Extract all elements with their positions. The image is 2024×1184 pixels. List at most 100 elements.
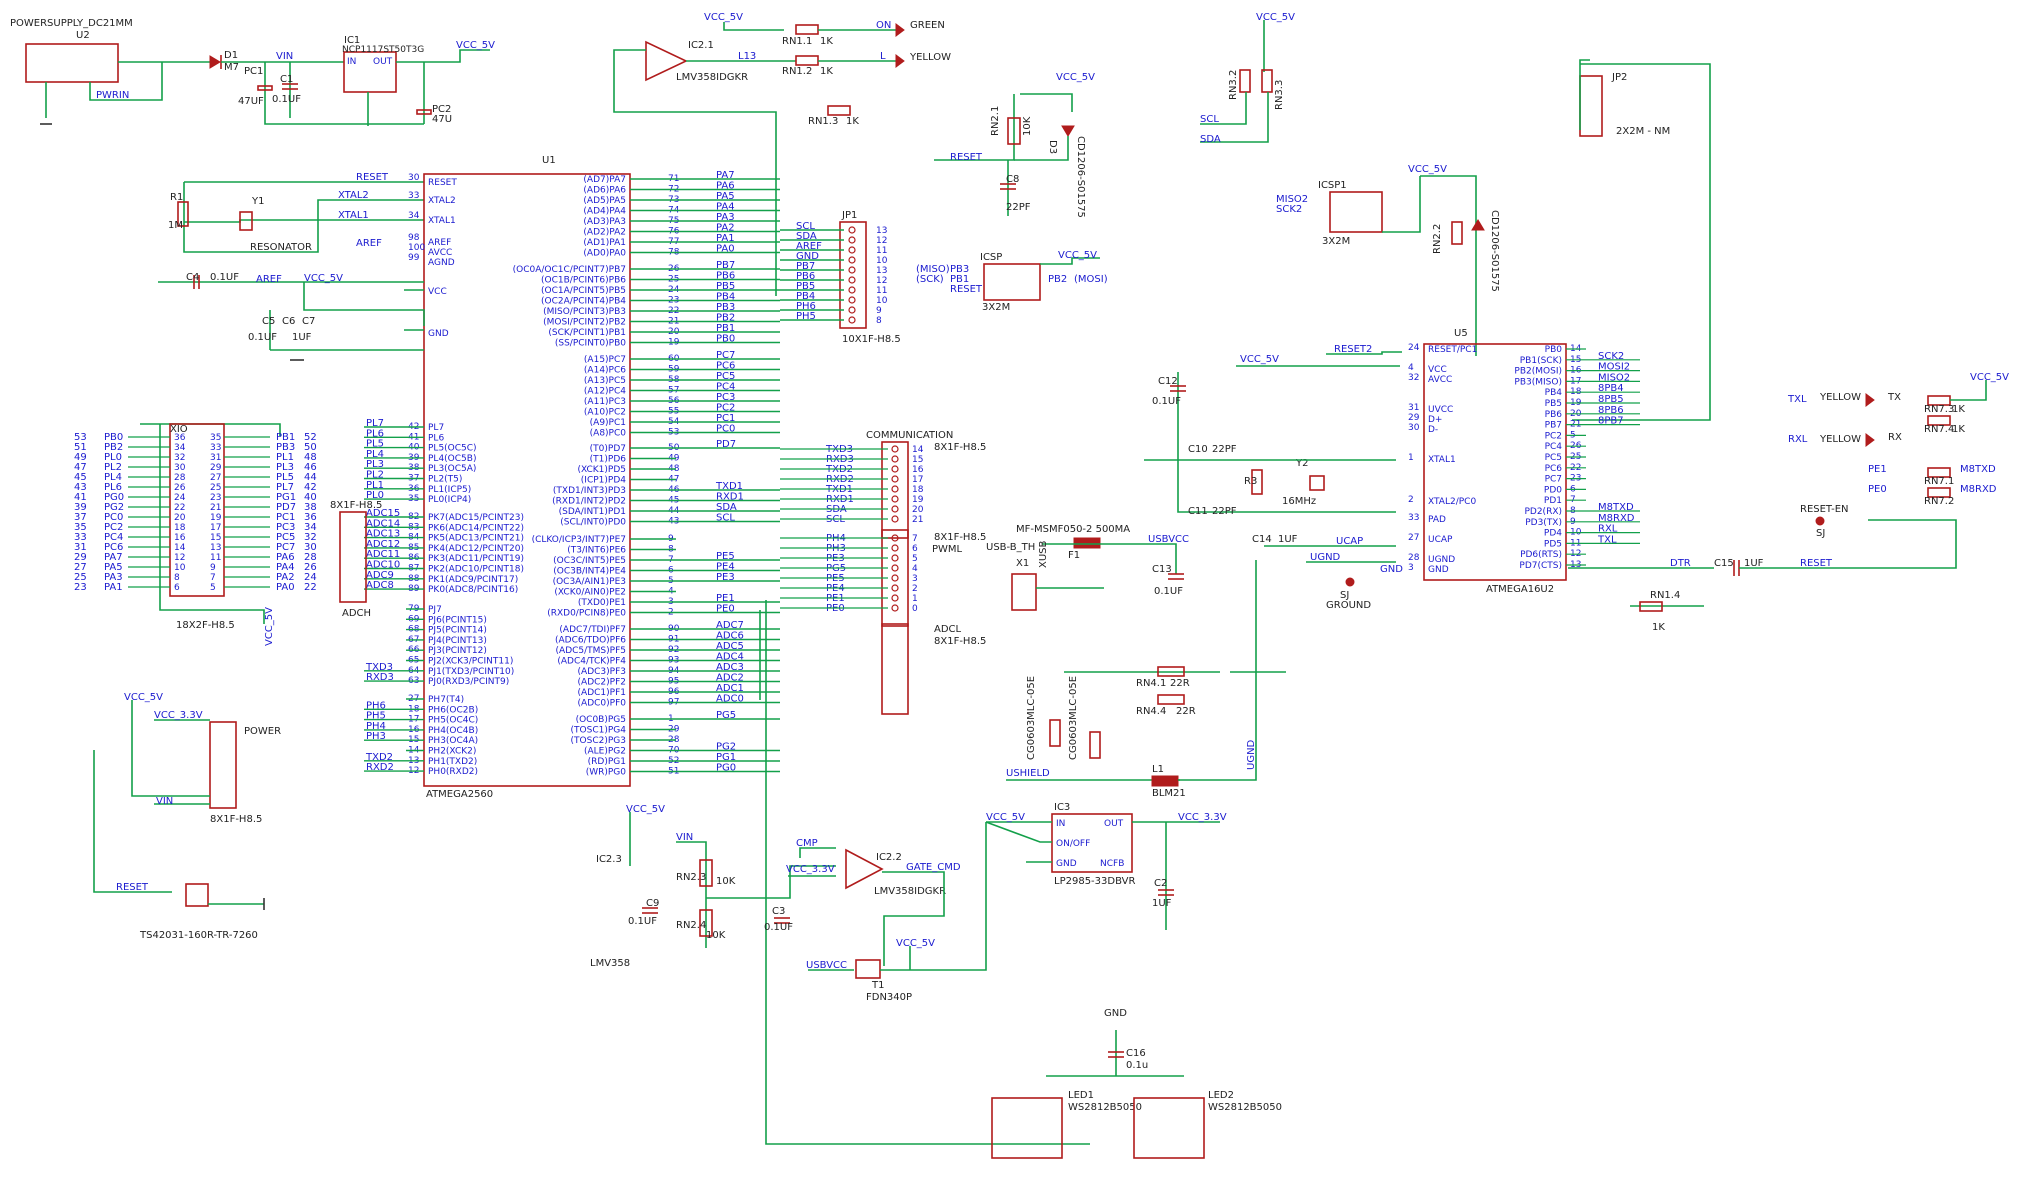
header-pin-number: 0 [912,604,918,614]
net-label: ADC8 [366,580,394,591]
header-pin-number: 20 [912,505,924,515]
resonator-section: RESET XTAL2 XTAL1 R1 1M Y1 RESONATOR [168,172,424,253]
mcu-pin-name: (A9)PC1 [590,418,626,428]
svg-text:WS2812B5050: WS2812B5050 [1068,1102,1142,1113]
mcu-pin-name: (WR)PG0 [586,768,627,778]
svg-text:PB3: PB3 [950,264,969,275]
xio-left-net: PC0 [104,512,123,523]
xio-left-pin: 12 [174,553,185,563]
u5-pin-name: PB5 [1545,399,1562,409]
xio-right-net: PL1 [276,452,294,463]
svg-text:C5: C5 [262,316,275,327]
mcu-pin-name: (A13)PC5 [584,376,626,386]
net-label: PG0 [716,763,736,774]
mcu-pin-name: PJ0(RXD3/PCINT9) [428,677,509,687]
net-label: PC3 [716,392,735,403]
svg-text:CD1206-S01575: CD1206-S01575 [1489,210,1500,292]
mcu-pin-name: (A8)PC0 [590,429,627,439]
mcu-pin-name: PK5(ADC13/PCINT21) [428,534,524,544]
u5-pin-name: PB7 [1545,421,1562,431]
svg-text:3X2M: 3X2M [1322,236,1350,247]
svg-text:RESET: RESET [116,882,149,893]
xio-left-net: PG2 [104,502,124,513]
xio-right-net: PC7 [276,542,295,553]
svg-text:VCC_5V: VCC_5V [304,273,343,284]
header-pin-number: 18 [912,485,924,495]
net-label: PB0 [716,334,735,345]
resistor-rn3-2 [1239,69,1251,93]
icsp1-body [1329,191,1383,233]
mcu-left-bottom-pins: PL742PL7PL641PL6PL5(OC5C)40PL5PL4(OC5B)3… [364,418,524,777]
xio-left-net: PL6 [104,482,122,493]
xio-right-net: PD7 [276,502,296,513]
svg-text:VCC_5V: VCC_5V [456,40,495,51]
svg-text:D1: D1 [224,50,238,61]
jp1-rows: 13SCL12SDA11AREF10GND13PB712PB611PB510PB… [780,221,888,326]
jp1-header: JP1 10X1F-H8.5 13SCL12SDA11AREF10GND13PB… [780,210,901,345]
svg-text:ADCL: ADCL [934,624,962,635]
net-label: RXD2 [366,762,394,773]
header-pin [891,495,899,503]
header-pin-number: 14 [912,445,924,455]
reset-circuit: VCC_5V RESET RN2.1 10K D3 CD1206-S01575 … [934,72,1095,218]
xio-right-pin: 19 [210,513,222,523]
svg-text:RESET: RESET [356,172,389,183]
mcu-pin-name: (OC0B)PG5 [576,715,626,725]
header-pin-number: 2 [912,584,918,594]
svg-text:VCC_5V: VCC_5V [124,692,163,703]
header-pin-number: 4 [912,564,918,574]
u5-pin-name: PB0 [1545,345,1563,355]
svg-text:USBVCC: USBVCC [806,960,847,971]
svg-text:DTR: DTR [1670,558,1691,569]
mcu-pin-name: PL1(ICP5) [428,485,471,495]
xio-right-pin: 27 [210,473,221,483]
svg-text:1K: 1K [820,36,833,47]
u5-pin-name: XTAL2/PC0 [1428,497,1476,507]
net-label: SDA [796,231,817,242]
net-label: RXD1 [716,492,744,503]
svg-text:VCC_5V: VCC_5V [1056,72,1095,83]
net-label: PC6 [716,361,735,372]
xio-right-pin: 13 [210,543,221,553]
svg-text:22R: 22R [1170,678,1190,689]
ws2812-led1 [991,1097,1063,1159]
xio-right-net: PA0 [276,582,295,593]
svg-text:VIN: VIN [156,796,173,807]
net-label: ADC7 [716,620,744,631]
mcu-pin-name: PL2(T5) [428,475,462,485]
pwrin-label: PWRIN [96,90,129,101]
header-pin [891,594,899,602]
mcu-pin-name: (ALE)PG2 [584,747,626,757]
svg-text:RN7.2: RN7.2 [1924,496,1954,507]
svg-text:PB1: PB1 [950,274,969,285]
u5-pin-name: VCC [1428,365,1447,375]
header-pin [891,564,899,572]
svg-text:IN: IN [347,57,356,67]
svg-text:TXL: TXL [1787,394,1807,405]
mcu-pin-name: (AD4)PA4 [583,207,626,217]
mcu-pin-name: (AD7)PA7 [583,175,626,185]
net-label: ADC2 [716,673,744,684]
svg-text:RN7.1: RN7.1 [1924,476,1954,487]
svg-text:C9: C9 [646,898,659,909]
xio-right-pin: 35 [210,433,221,443]
svg-text:RN2.3: RN2.3 [676,872,706,883]
header-pin [848,306,856,314]
svg-text:ON: ON [876,20,891,31]
mcu-pin-name: PJ4(PCINT13) [428,636,487,646]
u5-pin-name: PD4 [1544,529,1562,539]
svg-text:BLM21: BLM21 [1152,788,1186,799]
net-label: 8PB7 [1598,416,1624,427]
net-label: TXD1 [715,481,743,492]
net-label: MISO2 [1598,372,1630,383]
svg-text:SDA: SDA [1200,134,1221,145]
mcu-pin-name: (MISO/PCINT3)PB3 [543,307,626,317]
mcu-pin-name: (OC2A/PCINT4)PB4 [541,297,626,307]
xio-left-pin: 14 [174,543,186,553]
icsp1-header: ICSP1 3X2M MISO2 SCK2 VCC_5V RN2.2 CD120… [1276,164,1500,356]
header-pin-number: 11 [876,286,887,296]
svg-text:FDN340P: FDN340P [866,992,912,1003]
svg-text:R3: R3 [1244,476,1257,487]
svg-text:L1: L1 [1152,764,1164,775]
